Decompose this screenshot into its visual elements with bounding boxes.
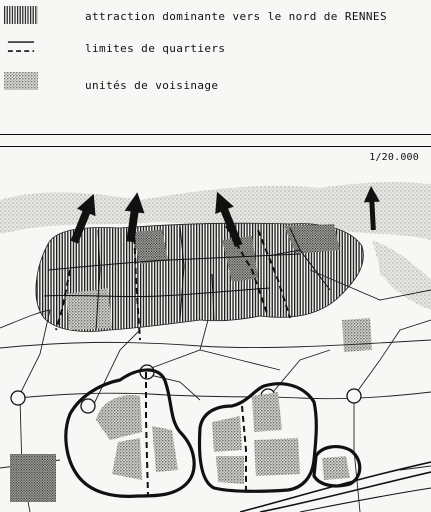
southern-districts (64, 368, 362, 498)
highway (239, 461, 431, 512)
vertical-hatch-icon (4, 6, 38, 24)
solid-and-dashed-line-icon (7, 41, 35, 52)
arrow-north-icon (70, 193, 96, 244)
arrow-north-icon (124, 192, 145, 243)
roundabout-southwest (80, 398, 96, 414)
separator-line-top (0, 134, 431, 135)
district-limits-dashed (55, 225, 291, 497)
attraction-arrows (70, 186, 380, 248)
neighbourhood-units-south (10, 392, 350, 502)
district-southwest (64, 368, 196, 498)
separator-line-bottom (0, 146, 431, 147)
stipple-pattern-icon (4, 72, 38, 90)
legend-label-limits: limites de quartiers (85, 42, 226, 55)
district-south-center (197, 382, 318, 493)
district-southeast (312, 445, 362, 488)
district-limits-north (43, 225, 331, 331)
roundabout-west (10, 390, 26, 406)
scale-label: 1/20.000 (369, 152, 419, 163)
arrow-north-icon (363, 186, 380, 231)
roundabouts (10, 364, 362, 414)
roundabout-far-east (346, 388, 362, 404)
district-map (0, 182, 431, 512)
attraction-zone (35, 222, 364, 332)
legend-label-neighbourhood: unités de voisinage (85, 79, 219, 92)
arrow-north-icon (215, 191, 243, 248)
legend-label-attraction: attraction dominante vers le nord de REN… (85, 10, 387, 23)
